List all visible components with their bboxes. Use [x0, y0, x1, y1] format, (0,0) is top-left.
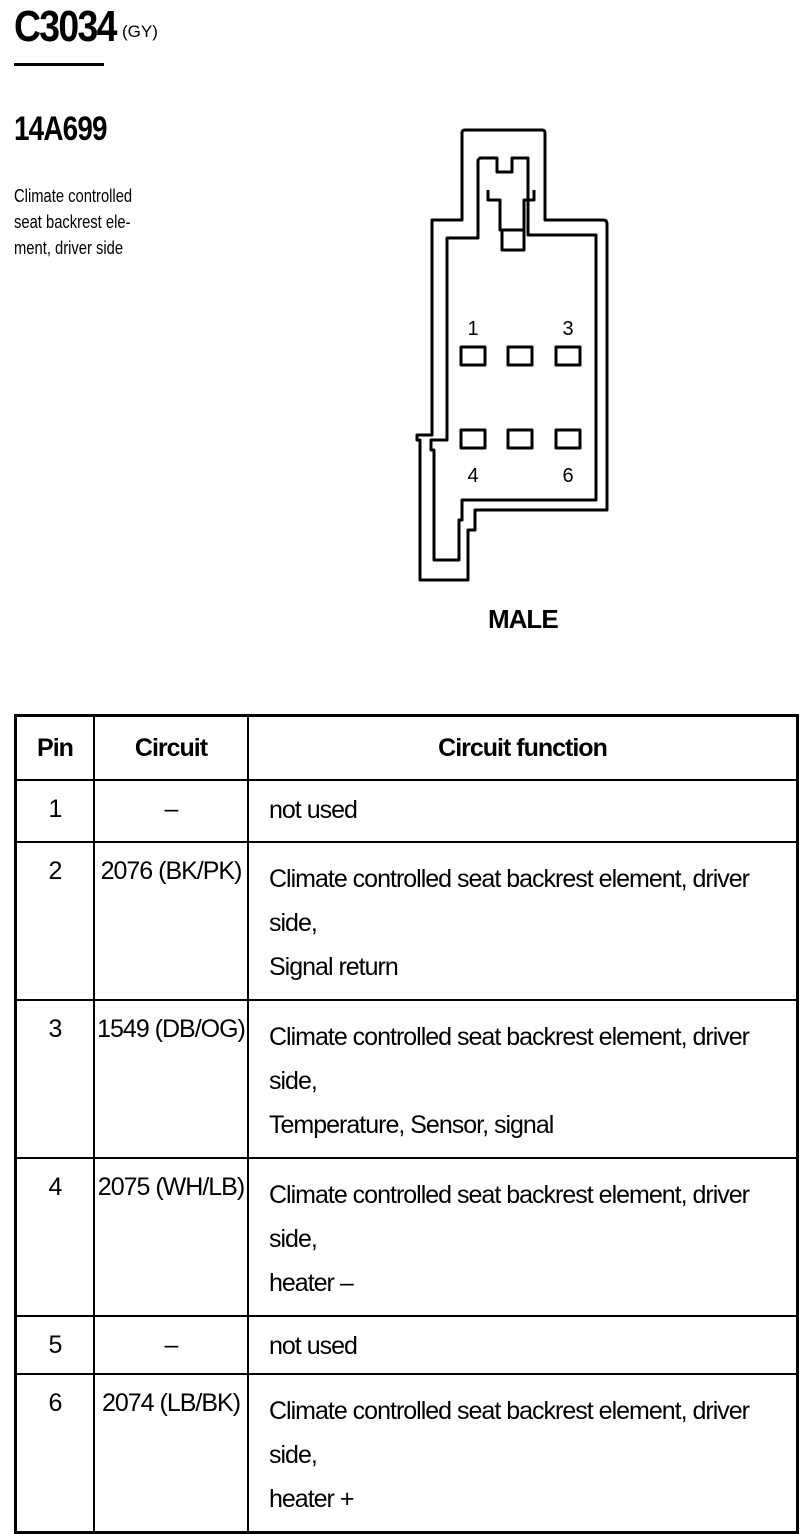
function-cell: Climate controlled seat backrest element…	[247, 841, 799, 1001]
description-line: seat backrest ele-	[14, 212, 131, 232]
table-row: 1 – not used	[14, 779, 799, 843]
connector-id: C3034	[14, 2, 117, 51]
terminal-cavity-5	[506, 428, 534, 450]
pinout-table: Pin Circuit Circuit function 1 – not use…	[14, 714, 799, 1534]
function-text-continued: Temperature, Sensor, signal	[269, 1111, 554, 1139]
function-text: not used	[269, 796, 358, 824]
circuit-cell: 1549 (DB/OG)	[93, 999, 249, 1159]
pin-cell: 2	[14, 841, 95, 1001]
circuit-cell: –	[93, 779, 249, 843]
header-pin: Pin	[14, 714, 95, 781]
circuit-cell: 2074 (LB/BK)	[93, 1373, 249, 1534]
terminal-cavity-6	[554, 428, 582, 450]
function-text: not used	[269, 1332, 358, 1360]
function-text-continued: heater –	[269, 1269, 354, 1297]
function-cell: not used	[247, 1315, 799, 1375]
connector-gender-label: MALE	[488, 604, 559, 634]
connector-description: Climate controlled seat backrest ele- me…	[14, 183, 137, 261]
table-row: 2 2076 (BK/PK) Climate controlled seat b…	[14, 841, 799, 1001]
connector-outer-outline	[415, 128, 609, 582]
connector-inner-outline	[429, 156, 598, 562]
circuit-cell: 2076 (BK/PK)	[93, 841, 249, 1001]
pin-label-1: 1	[467, 318, 478, 340]
header-circuit-function: Circuit function	[247, 714, 799, 781]
connector-color-code: (GY)	[122, 22, 158, 41]
connector-latch-tab	[500, 228, 526, 252]
pin-label-4: 4	[467, 465, 478, 487]
function-cell: Climate controlled seat backrest element…	[247, 1157, 799, 1317]
pin-label-6: 6	[562, 465, 573, 487]
description-line: ment, driver side	[14, 238, 124, 258]
header-underline	[14, 63, 104, 66]
pin-cell: 6	[14, 1373, 95, 1534]
pin-cell: 1	[14, 779, 95, 843]
function-cell: Climate controlled seat backrest element…	[247, 1373, 799, 1534]
part-number: 14A699	[14, 110, 108, 148]
function-cell: not used	[247, 779, 799, 843]
function-text: Climate controlled seat backrest element…	[269, 1181, 750, 1253]
table-row: 6 2074 (LB/BK) Climate controlled seat b…	[14, 1373, 799, 1534]
terminal-cavity-1	[459, 345, 487, 367]
table-row: 3 1549 (DB/OG) Climate controlled seat b…	[14, 999, 799, 1159]
function-cell: Climate controlled seat backrest element…	[247, 999, 799, 1159]
pin-cell: 4	[14, 1157, 95, 1317]
pin-cell: 3	[14, 999, 95, 1159]
function-text-continued: heater +	[269, 1485, 354, 1513]
function-text-continued: Signal return	[269, 953, 399, 981]
table-row: 4 2075 (WH/LB) Climate controlled seat b…	[14, 1157, 799, 1317]
circuit-cell: –	[93, 1315, 249, 1375]
function-text: Climate controlled seat backrest element…	[269, 865, 750, 937]
circuit-cell: 2075 (WH/LB)	[93, 1157, 249, 1317]
table-header-row: Pin Circuit Circuit function	[14, 714, 799, 781]
function-text: Climate controlled seat backrest element…	[269, 1023, 750, 1095]
description-line: Climate controlled	[14, 186, 133, 206]
pin-label-3: 3	[562, 318, 573, 340]
connector-face-diagram: 1 3 4 6	[415, 128, 609, 582]
terminal-cavity-2	[506, 345, 534, 367]
header-circuit: Circuit	[93, 714, 249, 781]
terminal-cavity-3	[554, 345, 582, 367]
table-row: 5 – not used	[14, 1315, 799, 1375]
function-text: Climate controlled seat backrest element…	[269, 1397, 750, 1469]
terminal-cavity-4	[459, 428, 487, 450]
pin-cell: 5	[14, 1315, 95, 1375]
